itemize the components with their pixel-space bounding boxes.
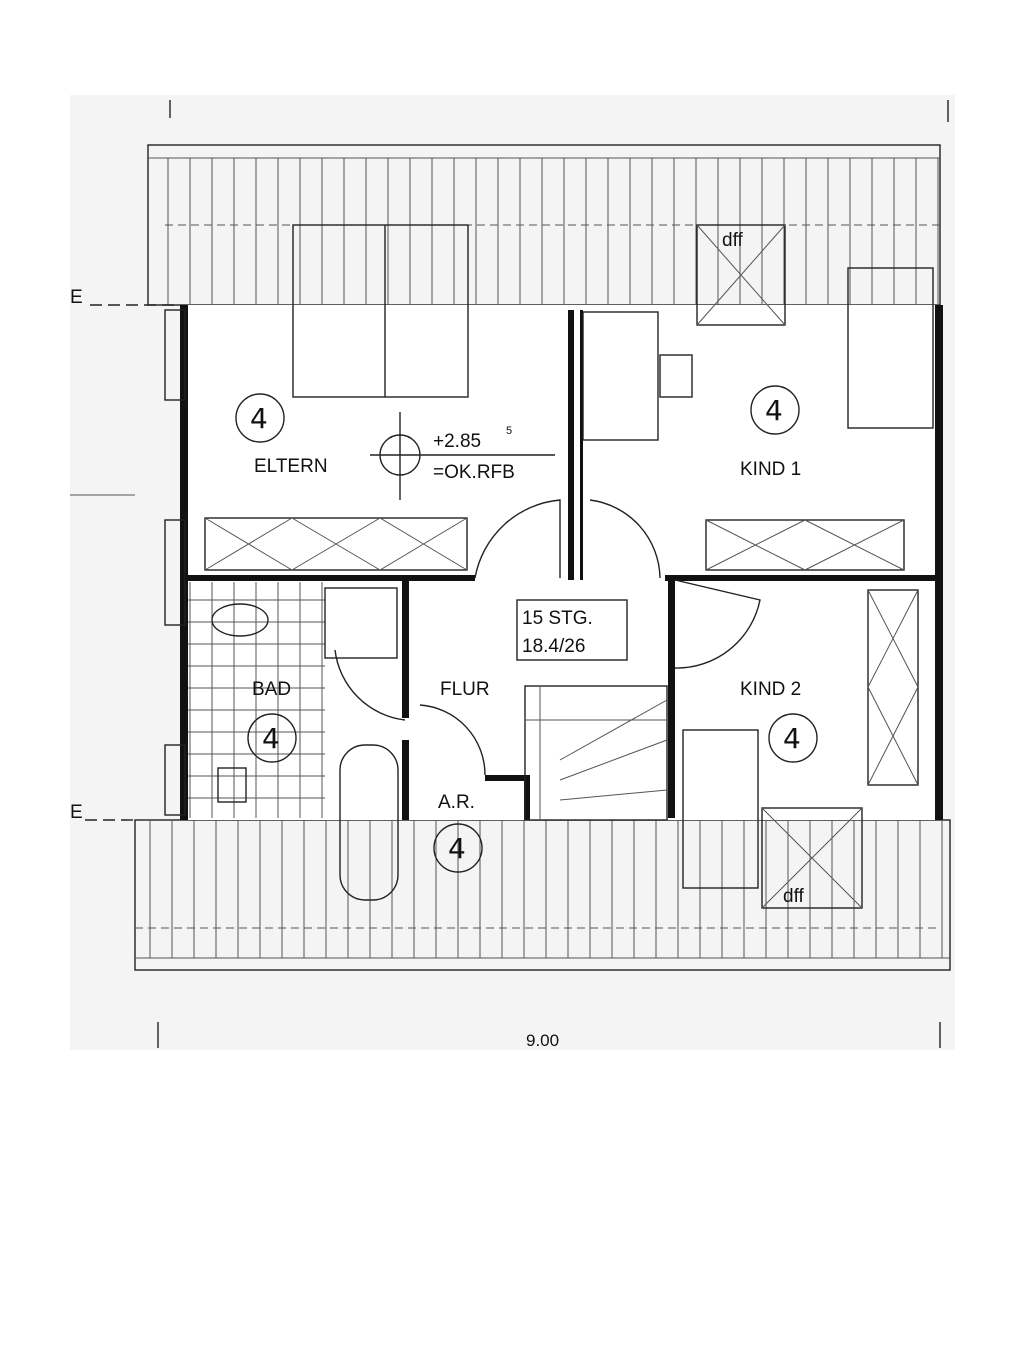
skylight-label: dff: [783, 886, 805, 907]
bed-kind2: [682, 729, 759, 889]
room-label-flur: FLUR: [440, 679, 490, 700]
double-bed: [292, 224, 469, 398]
room-label-kind2: KIND 2: [740, 679, 801, 700]
roof-top-band: [147, 144, 941, 306]
bed-kind1: [847, 267, 934, 429]
staircase: [524, 685, 668, 821]
room-markers: 4 4 4 4 4: [235, 385, 818, 873]
chair: [659, 354, 693, 398]
skylight-bottom: dff: [761, 807, 863, 909]
floor-area: [185, 305, 940, 820]
desk-kind1: [582, 311, 659, 441]
furniture: [204, 224, 934, 901]
level-height: +2.85: [433, 431, 481, 452]
level-height-sup: 5: [506, 425, 512, 437]
dimension-label: 9.00: [526, 1031, 559, 1050]
room-marker: 4: [783, 722, 801, 755]
dimension-line: 9.00: [157, 100, 949, 1050]
wardrobe-eltern: [204, 517, 468, 571]
section-label: E: [70, 802, 83, 823]
level-reference: =OK.RFB: [433, 462, 515, 483]
skylight-label: dff: [722, 230, 744, 251]
walls: [164, 305, 943, 820]
bathroom-tiles: [188, 582, 325, 818]
stairs-ratio: 18.4/26: [522, 636, 585, 657]
skylight-top: dff: [696, 224, 786, 326]
room-marker: 4: [448, 832, 466, 865]
section-label: E: [70, 287, 83, 308]
room-label-ar: A.R.: [438, 792, 475, 813]
doors[interactable]: [334, 499, 761, 776]
room-marker: 4: [250, 402, 268, 435]
bathtub: [339, 744, 399, 901]
room-marker: 4: [765, 394, 783, 427]
section-lines: E E: [70, 287, 180, 823]
shower: [324, 587, 398, 659]
toilet: [217, 767, 247, 803]
washbasin: [211, 603, 269, 637]
room-label-eltern: ELTERN: [254, 456, 328, 477]
room-label-kind1: KIND 1: [740, 459, 801, 480]
stairs-label: 15 STG. 18.4/26: [516, 599, 628, 661]
room-label-bad: BAD: [252, 679, 291, 700]
room-marker: 4: [262, 722, 280, 755]
stairs-steps: 15 STG.: [522, 608, 593, 629]
level-marker: +2.85 5 =OK.RFB: [370, 412, 555, 500]
